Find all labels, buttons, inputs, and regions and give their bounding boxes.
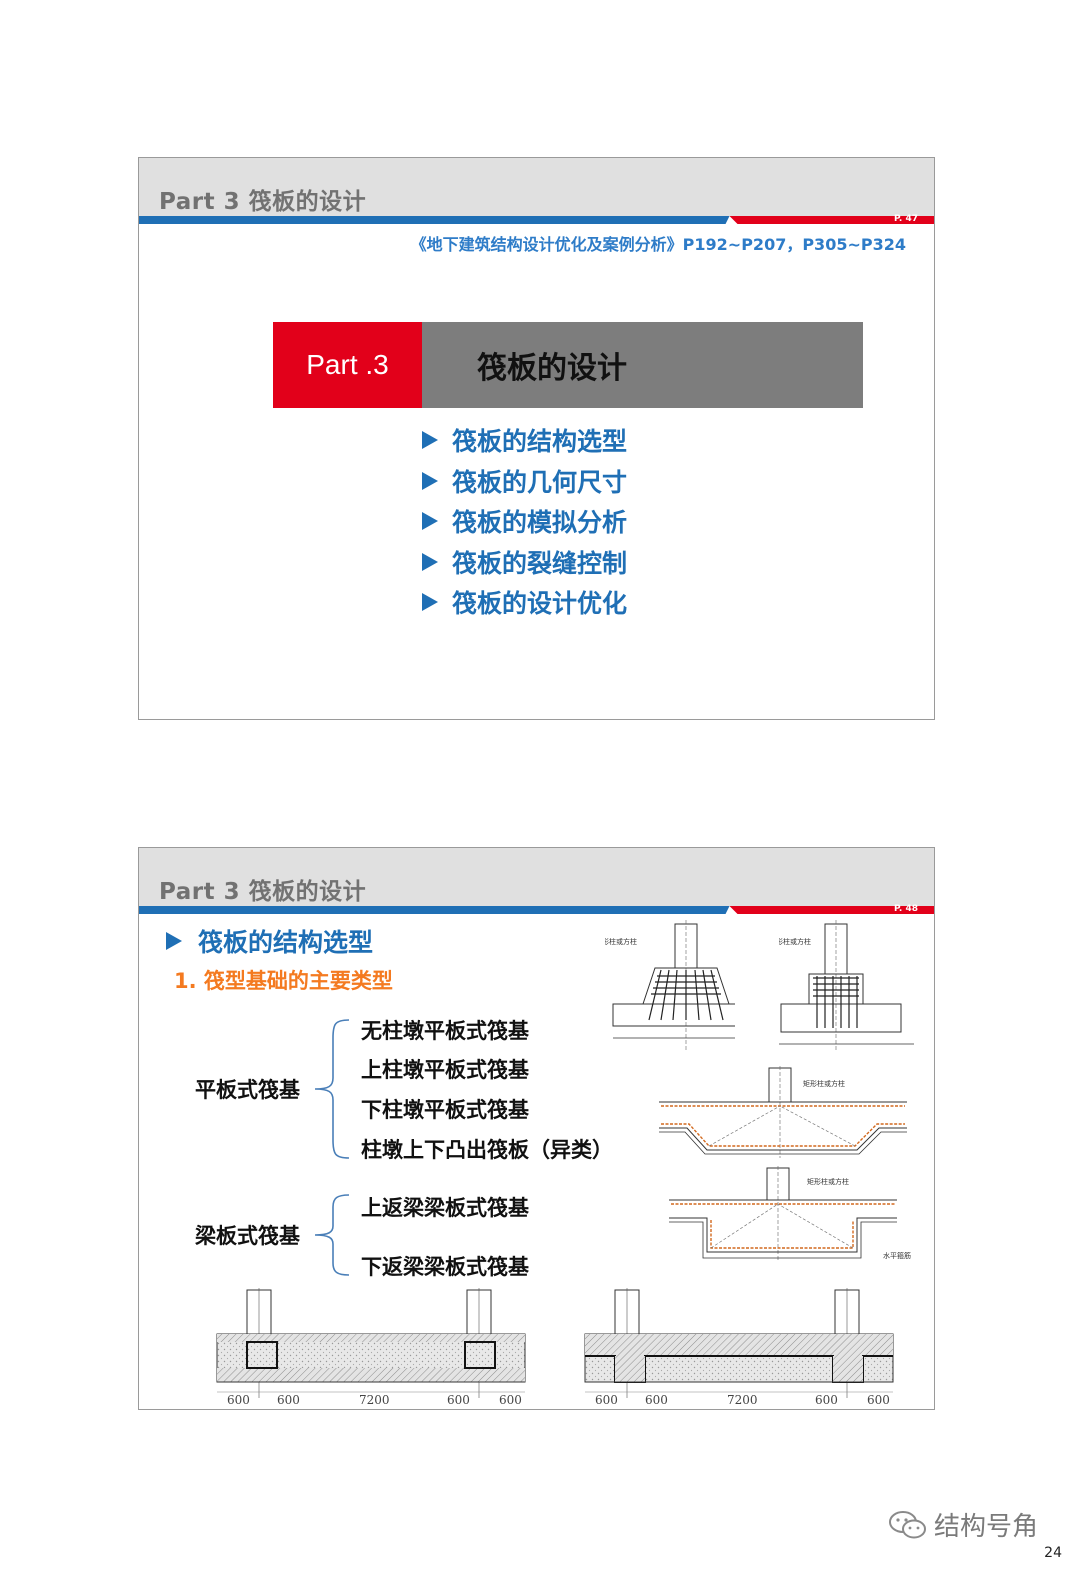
toc-item: 筏板的模拟分析 [422,501,627,542]
header-title: Part 3 筏板的设计 [159,879,367,905]
svg-text:600: 600 [227,1393,250,1407]
toc-item: 筏板的几何尺寸 [422,461,627,502]
upper-pedestal-drawing: 矩形柱或方柱 [605,920,735,1050]
section-title: 筏板的结构选型 [166,923,373,959]
beam-raft-section-drawing: 600 600 7200 600 600 [584,1288,894,1407]
svg-text:矩形柱或方柱: 矩形柱或方柱 [803,1079,845,1088]
arrow-bullet-icon [422,512,438,531]
slide-header: Part 3 筏板的设计 [139,158,934,216]
slide-48: Part 3 筏板的设计 P. 48 筏板的结构选型 1. 筏型基础的主要类型 … [138,847,935,1410]
svg-text:600: 600 [867,1393,890,1407]
part-banner: Part .3 筏板的设计 [273,322,863,408]
book-reference: 《地下建筑结构设计优化及案例分析》P192~P207，P305~P324 [410,235,906,254]
category-beam-raft: 梁板式筏基 [195,1224,300,1248]
svg-text:水平箍筋: 水平箍筋 [883,1251,911,1260]
brace-icon [314,1194,350,1276]
toc-item: 筏板的裂缝控制 [422,542,627,583]
slide-47: Part 3 筏板的设计 P. 47 《地下建筑结构设计优化及案例分析》P192… [138,157,935,720]
svg-text:7200: 7200 [359,1393,390,1407]
toc-item: 筏板的结构选型 [422,420,627,461]
header-stripe [139,906,934,914]
svg-text:600: 600 [499,1393,522,1407]
arrow-bullet-icon [422,552,438,571]
svg-text:600: 600 [447,1393,470,1407]
svg-text:矩形柱或方柱: 矩形柱或方柱 [605,937,637,946]
page-number-label: P. 48 [893,904,918,914]
svg-text:600: 600 [277,1393,300,1407]
arrow-bullet-icon [422,593,438,612]
svg-text:7200: 7200 [727,1393,758,1407]
logo-text: 结构号角 [934,1512,1039,1542]
pedestal-drawing-2: 矩形柱或方柱 [779,920,914,1050]
arrow-bullet-icon [422,471,438,490]
toc-list: 筏板的结构选型 筏板的几何尺寸 筏板的模拟分析 筏板的裂缝控制 筏板的设计优化 [422,420,627,623]
beam-raft-item: 上返梁梁板式筏基 [361,1196,529,1220]
flat-raft-item: 无柱墩平板式筏基 [361,1019,529,1043]
svg-text:600: 600 [595,1393,618,1407]
svg-text:600: 600 [815,1393,838,1407]
toc-item: 筏板的设计优化 [422,582,627,623]
page-number-label: P. 47 [893,214,918,224]
header-stripe [139,216,934,224]
beam-raft-item: 下返梁梁板式筏基 [361,1255,529,1279]
svg-text:600: 600 [645,1393,668,1407]
header-title: Part 3 筏板的设计 [159,189,367,215]
svg-text:矩形柱或方柱: 矩形柱或方柱 [807,1177,849,1186]
page-number: 24 [1044,1545,1062,1561]
arrow-bullet-icon [422,431,438,450]
flat-raft-item: 下柱墩平板式筏基 [361,1098,529,1122]
flat-raft-section-drawing: 600 600 7200 600 600 [216,1288,526,1407]
svg-text:矩形柱或方柱: 矩形柱或方柱 [779,937,811,946]
slide-header: Part 3 筏板的设计 [139,848,934,906]
banner-part-label: Part .3 [273,322,422,408]
flat-raft-item: 上柱墩平板式筏基 [361,1058,529,1082]
arrow-bullet-icon [166,932,182,950]
brace-icon [314,1019,350,1159]
flat-raft-item: 柱墩上下凸出筏板（异类） [361,1138,613,1162]
wechat-icon [889,1510,926,1538]
banner-title: 筏板的设计 [422,322,863,408]
subtitle: 1. 筏型基础的主要类型 [174,969,393,993]
wechat-logo: 结构号角 [888,1506,1038,1543]
beam-pedestal-drawing: 矩形柱或方柱 水平箍筋 [669,1166,911,1262]
lower-pedestal-drawing: 矩形柱或方柱 [659,1066,907,1158]
category-flat-raft: 平板式筏基 [195,1078,300,1102]
